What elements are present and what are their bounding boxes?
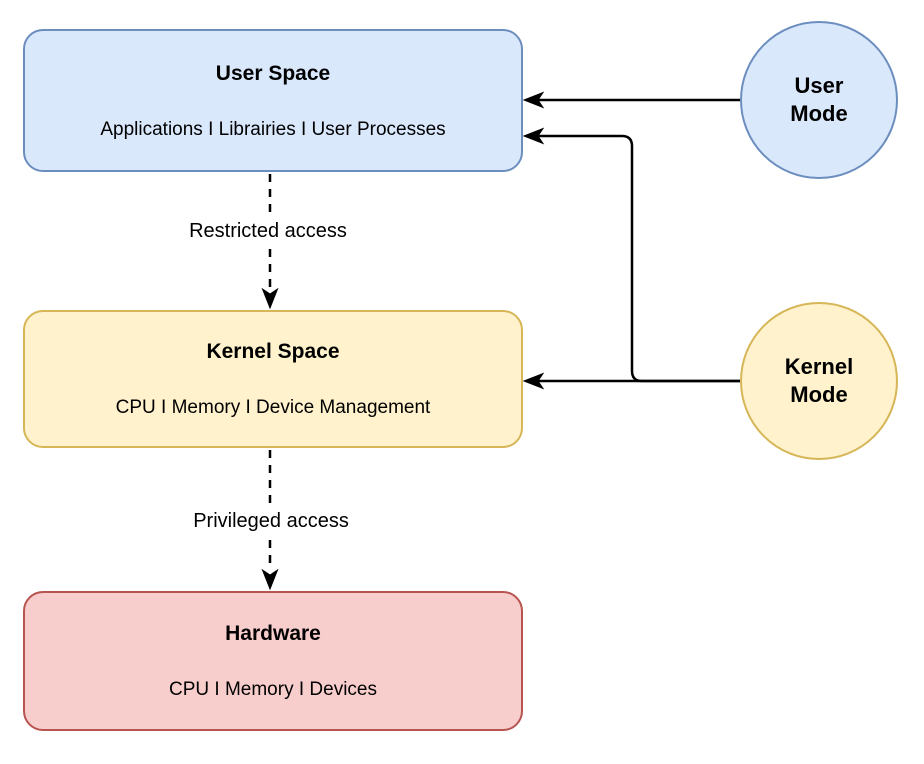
hardware-subtitle: CPU I Memory I Devices <box>169 679 377 700</box>
user-space-title: User Space <box>215 61 331 85</box>
user-mode-label-line2: Mode <box>790 101 848 126</box>
kernel-space-title: Kernel Space <box>206 340 340 363</box>
circle-kernel-mode: Kernel Mode <box>740 302 898 460</box>
arrowhead-icon <box>261 287 279 310</box>
user-space-subtitle: Applications I Librairies I User Process… <box>100 118 446 140</box>
box-kernel-space: Kernel Space CPU I Memory I Device Manag… <box>23 310 523 448</box>
box-hardware: Hardware CPU I Memory I Devices <box>23 591 523 731</box>
arrow-kernel-mode-to-kernel-space <box>522 372 740 390</box>
arrow-user-mode-to-user-space <box>522 91 740 109</box>
arrowhead-icon <box>522 91 545 109</box>
arrowhead-icon <box>522 372 545 390</box>
kernel-mode-label-line1: Kernel <box>784 354 854 379</box>
box-user-space: User Space Applications I Librairies I U… <box>23 29 523 172</box>
user-mode-label-line1: User <box>794 73 844 98</box>
restricted-access-label: Restricted access <box>185 218 351 244</box>
arrowhead-icon <box>261 568 279 591</box>
hardware-title: Hardware <box>225 622 321 645</box>
kernel-mode-label-line2: Mode <box>790 382 848 407</box>
privileged-access-label: Privileged access <box>189 508 353 534</box>
arrow-kernel-mode-to-user-space <box>522 127 740 383</box>
kernel-space-subtitle: CPU I Memory I Device Management <box>115 397 431 418</box>
circle-user-mode: User Mode <box>740 21 898 179</box>
arrowhead-icon <box>522 127 545 145</box>
